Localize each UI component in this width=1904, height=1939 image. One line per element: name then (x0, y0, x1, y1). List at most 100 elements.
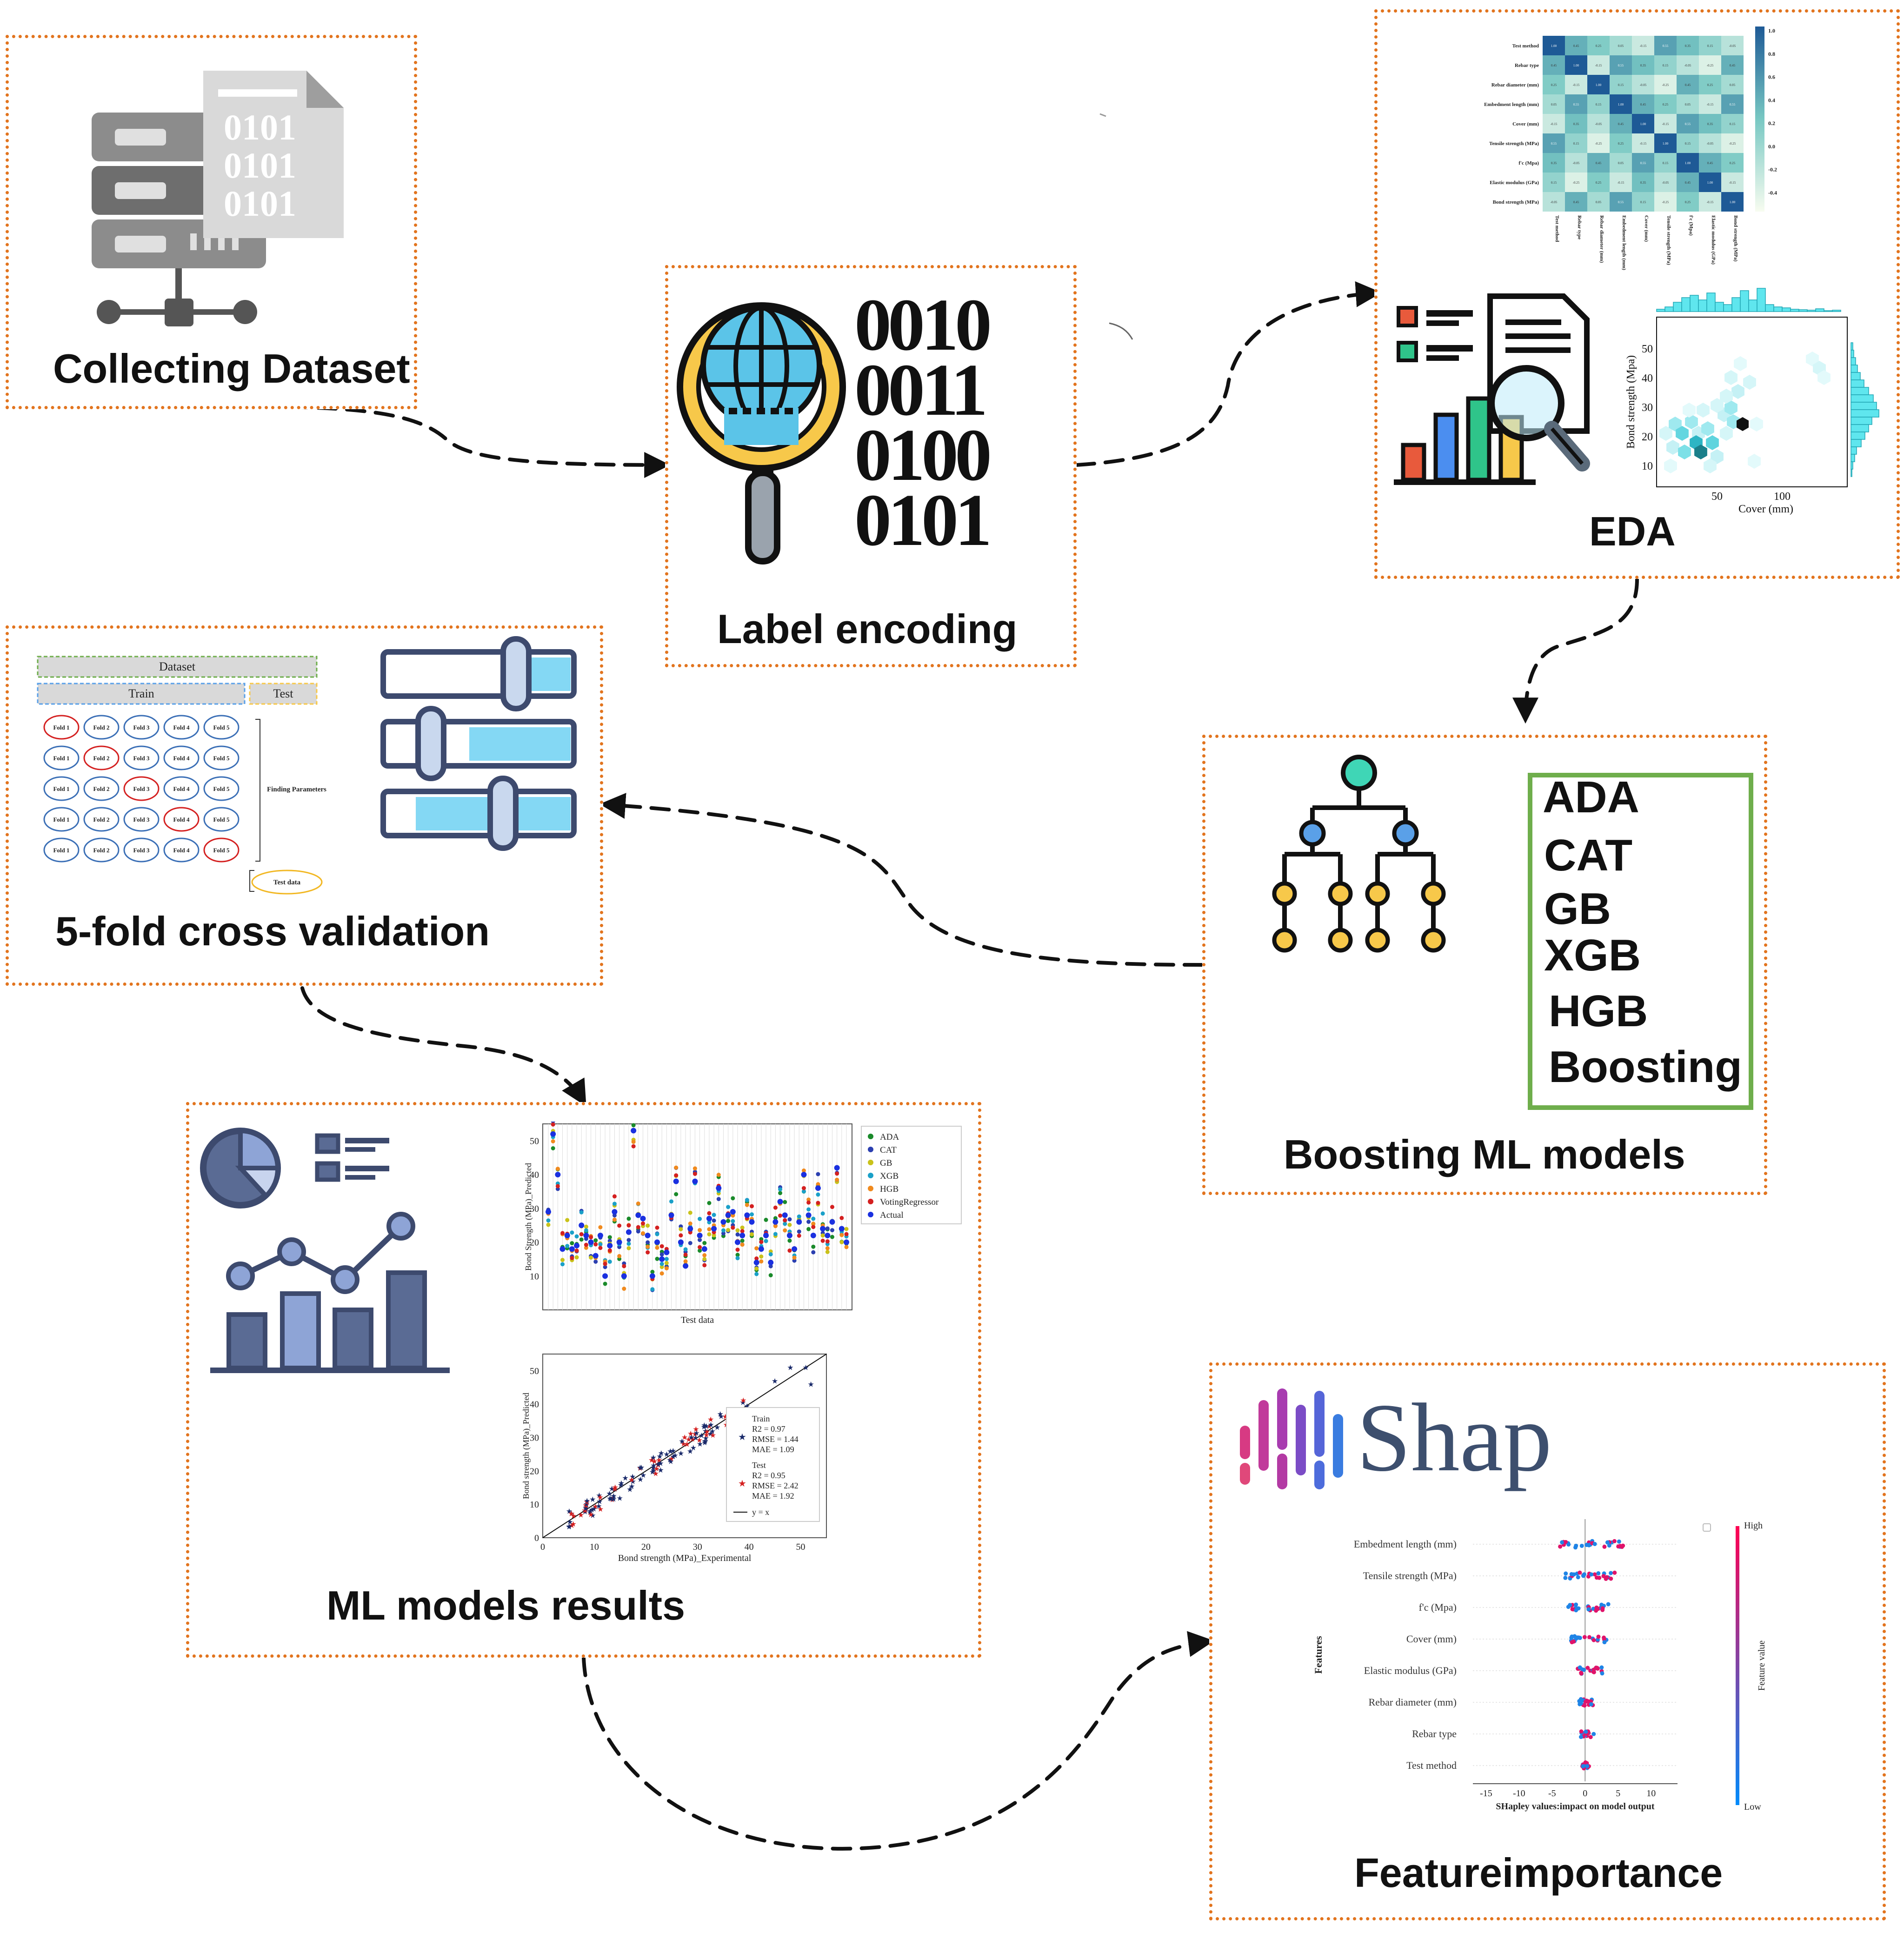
shap-point (1578, 1570, 1582, 1575)
shap-point (1607, 1543, 1611, 1548)
heatmap-cell-value: 0.25 (1730, 161, 1736, 165)
prediction-mark (626, 1242, 631, 1246)
parity-point: ★ (692, 1426, 699, 1434)
shap-point (1579, 1671, 1584, 1675)
heatmap-cell-value: 1.00 (1640, 122, 1646, 126)
shap-point (1560, 1540, 1564, 1545)
prediction-mark (650, 1287, 655, 1292)
parity-point: ★ (693, 1429, 699, 1437)
binary-line: 0101 (854, 478, 988, 561)
prediction-mark (820, 1238, 825, 1243)
parity-point: ★ (740, 1397, 746, 1405)
parity-point: ★ (582, 1507, 588, 1515)
prediction-mark (659, 1244, 664, 1248)
feature-label: Tensile strength (MPa) (1363, 1570, 1457, 1581)
xtick: 20 (641, 1542, 651, 1552)
parity-point: ★ (612, 1484, 619, 1492)
heatmap-cell (1677, 114, 1699, 133)
heatmap-cell-value: 1.00 (1707, 181, 1713, 185)
heatmap-cell (1543, 153, 1565, 173)
heatmap-cell-value: 0.35 (1685, 44, 1691, 48)
heatmap-cell (1587, 133, 1610, 153)
heatmap-cell (1677, 133, 1699, 153)
prediction-mark (811, 1225, 816, 1229)
parity-point: ★ (626, 1486, 633, 1494)
actual-mark (559, 1246, 566, 1252)
prediction-mark (801, 1189, 806, 1194)
parity-point: ★ (568, 1510, 574, 1518)
colorbar-tick: 0.8 (1768, 51, 1775, 57)
parity-point: ★ (611, 1486, 618, 1494)
actual-mark (602, 1273, 608, 1279)
actual-mark (683, 1263, 689, 1269)
heatmap-cell (1654, 153, 1677, 173)
shap-point (1609, 1576, 1613, 1581)
parity-point: ★ (703, 1422, 710, 1430)
heatmap-cell (1677, 75, 1699, 94)
prediction-mark (551, 1122, 555, 1127)
parity-point: ★ (578, 1511, 584, 1519)
marginal-bar (1798, 309, 1808, 312)
parity-point: ★ (700, 1423, 707, 1431)
heatmap-cell-value: 1.00 (1618, 103, 1624, 106)
prediction-mark (692, 1172, 697, 1176)
collecting-dataset-panel: 0101 0101 0101 Collecting Dataset (6, 35, 417, 409)
prediction-mark (712, 1218, 716, 1223)
actual-mark (725, 1212, 731, 1218)
parity-point: ★ (596, 1492, 602, 1500)
prediction-mark (811, 1244, 816, 1249)
test-data-label: Test data (273, 879, 301, 886)
actual-mark (844, 1239, 849, 1245)
heatmap-cell-value: -0.05 (1684, 64, 1691, 67)
heatmap-cell-value: 1.00 (1730, 200, 1736, 204)
legend-text: R2 = 0.97 (752, 1424, 786, 1434)
parity-point: ★ (698, 1432, 705, 1440)
prediction-mark (764, 1239, 768, 1243)
heatmap-cell-value: 0.25 (1551, 83, 1557, 87)
prediction-mark (726, 1205, 731, 1209)
prediction-mark (778, 1191, 783, 1195)
fold-ellipse (83, 837, 120, 863)
heatmap-cell (1721, 55, 1744, 75)
heatmap-cell-value: 0.35 (1551, 161, 1557, 165)
prediction-mark (731, 1225, 735, 1230)
prediction-mark (787, 1222, 792, 1227)
prediction-mark (560, 1262, 565, 1267)
prediction-mark (816, 1172, 820, 1176)
parity-point: ★ (608, 1485, 615, 1493)
marginal-bar (1851, 454, 1855, 462)
heatmap-cell (1699, 36, 1721, 55)
prediction-mark (698, 1216, 702, 1221)
prediction-mark (659, 1252, 664, 1257)
prediction-mark (816, 1182, 820, 1187)
prediction-mark (806, 1197, 811, 1202)
marginal-bar (1851, 432, 1865, 440)
prediction-mark (787, 1238, 792, 1243)
prediction-mark (806, 1200, 811, 1205)
parity-point: ★ (689, 1435, 696, 1443)
marginal-bar (1765, 304, 1774, 312)
actual-mark (720, 1219, 726, 1225)
xtick: -10 (1513, 1788, 1525, 1799)
prediction-mark (646, 1244, 650, 1249)
parity-point: ★ (606, 1495, 613, 1503)
marginal-bar (1851, 394, 1874, 403)
shap-point (1612, 1539, 1617, 1543)
marginal-bar (1851, 424, 1869, 432)
heatmap-cell-value: -0.05 (1640, 83, 1647, 87)
prediction-mark (607, 1235, 612, 1240)
actual-mark (706, 1215, 712, 1222)
feature-label: Test method (1406, 1760, 1457, 1771)
actual-mark (673, 1178, 679, 1184)
shap-point (1591, 1732, 1596, 1736)
heatmap-cell (1632, 55, 1654, 75)
report-analysis-icon (1394, 293, 1590, 485)
feature-label: Embedment length (mm) (1354, 1538, 1457, 1550)
heatmap-cell-value: 0.05 (1596, 200, 1602, 204)
shap-point (1602, 1544, 1607, 1549)
prediction-mark (707, 1227, 712, 1232)
ytick: 50 (530, 1136, 539, 1146)
prediction-mark (740, 1225, 745, 1230)
